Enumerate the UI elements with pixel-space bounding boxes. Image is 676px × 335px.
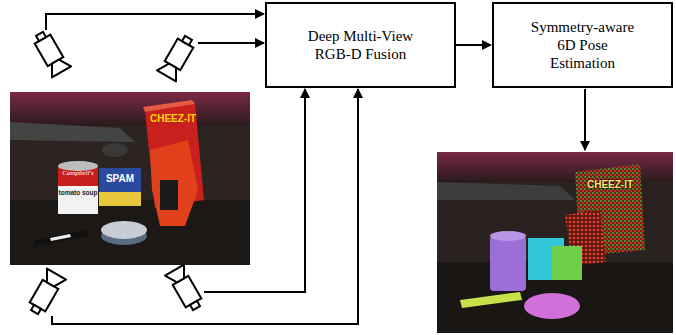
product-print: tomato soup	[58, 190, 98, 197]
monitor	[10, 92, 250, 126]
camera-icon	[165, 265, 206, 314]
photo-ground	[10, 92, 250, 265]
output-arrow	[584, 89, 586, 150]
camera-icon	[30, 28, 71, 77]
box-label: Symmetry-aware 6D Pose Estimation	[524, 18, 642, 72]
meat-can-band	[99, 192, 141, 206]
meat-can-cloud-side	[552, 246, 582, 280]
camera-wire	[46, 14, 264, 30]
camera-wire	[198, 42, 264, 44]
tuna-can-cloud	[524, 293, 580, 319]
keyboard	[437, 182, 575, 200]
arrowhead	[482, 40, 492, 50]
soup-can	[58, 166, 98, 214]
flow-arrow	[456, 40, 492, 50]
meat-can	[99, 168, 141, 206]
box-text-group: Symmetry-aware 6D Pose Estimation	[524, 18, 642, 72]
cracker-box-top	[143, 100, 195, 112]
tuna-can-lid	[101, 221, 147, 239]
drill	[150, 140, 198, 226]
input-photo	[10, 92, 250, 265]
photo-ground	[437, 152, 673, 333]
process-box: Deep Multi-View RGB-D Fusion	[265, 2, 456, 88]
camera-icon	[25, 269, 66, 318]
mouse	[102, 143, 128, 157]
process-box: Symmetry-aware 6D Pose Estimation	[492, 2, 673, 88]
box-text-group: Deep Multi-View RGB-D Fusion	[295, 27, 427, 63]
keyboard	[10, 122, 135, 142]
product-print: CHEEZ-IT	[148, 114, 198, 125]
flow-line	[456, 44, 484, 46]
product-print: Campbell's	[58, 170, 98, 177]
soup-can-cloud-lid	[490, 231, 526, 241]
drill-grip	[160, 180, 178, 210]
marker-label	[50, 234, 71, 241]
product-print: CHEEZ-IT	[582, 180, 638, 191]
soup-can-lid	[58, 161, 98, 171]
product-print: SPAM	[99, 174, 141, 185]
soup-can-cloud	[490, 236, 526, 291]
marker	[34, 230, 88, 246]
result-photo	[437, 152, 673, 333]
camera-icon	[157, 32, 198, 81]
box-label: Deep Multi-View RGB-D Fusion	[295, 27, 427, 63]
desk	[10, 200, 250, 265]
marker-cloud	[460, 292, 522, 308]
